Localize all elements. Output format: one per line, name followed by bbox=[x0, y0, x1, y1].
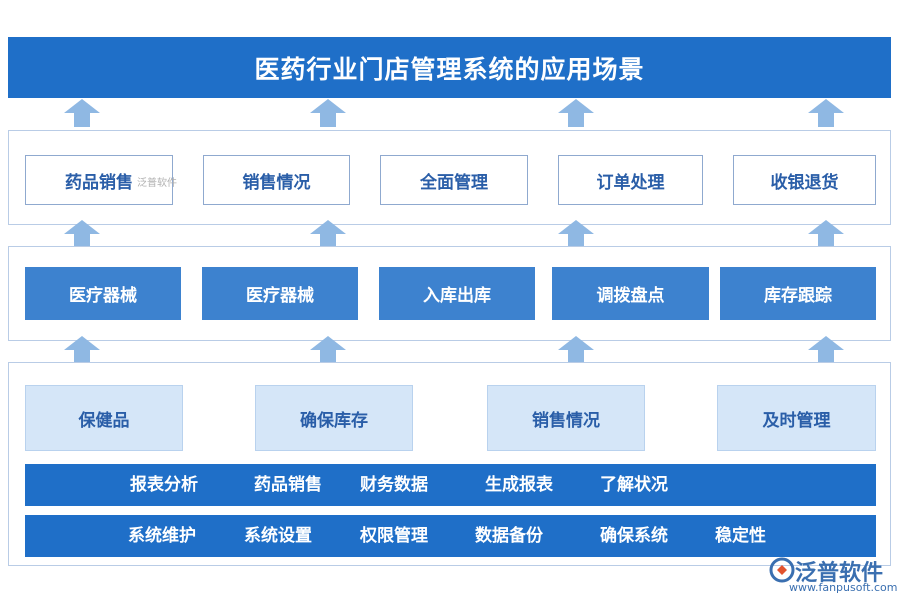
top-box-5: 收银退货 bbox=[733, 155, 876, 205]
mid-box-2: 医疗器械 bbox=[202, 267, 358, 320]
top-box-3: 全面管理 bbox=[380, 155, 528, 205]
mid-box-5: 库存跟踪 bbox=[720, 267, 876, 320]
watermark-logo: 泛普软件 bbox=[137, 178, 177, 189]
top-box-4: 订单处理 bbox=[558, 155, 703, 205]
up-arrow-icon bbox=[310, 99, 346, 127]
brand-logo: 泛普软件 www.fanpusoft.com bbox=[765, 553, 897, 597]
up-arrow-icon bbox=[558, 99, 594, 127]
up-arrow-icon bbox=[64, 336, 100, 364]
light-box-1: 保健品 bbox=[25, 385, 183, 451]
logo-icon bbox=[769, 557, 795, 583]
up-arrow-icon bbox=[558, 220, 594, 248]
band-item: 系统设置 bbox=[244, 526, 312, 546]
band-item: 药品销售 bbox=[254, 475, 322, 495]
up-arrow-icon bbox=[808, 336, 844, 364]
light-box-2: 确保库存 bbox=[255, 385, 413, 451]
up-arrow-icon bbox=[808, 99, 844, 127]
up-arrow-icon bbox=[64, 99, 100, 127]
mid-box-1: 医疗器械 bbox=[25, 267, 181, 320]
band-item: 权限管理 bbox=[360, 526, 428, 546]
mid-box-3: 入库出库 bbox=[379, 267, 535, 320]
up-arrow-icon bbox=[558, 336, 594, 364]
band-system: 系统维护 系统设置 权限管理 数据备份 确保系统 稳定性 bbox=[25, 515, 876, 557]
logo-name: 泛普软件 bbox=[795, 561, 884, 586]
band-item: 报表分析 bbox=[130, 475, 198, 495]
top-box-1: 药品销售 bbox=[25, 155, 173, 205]
band-item: 系统维护 bbox=[128, 526, 196, 546]
up-arrow-icon bbox=[808, 220, 844, 248]
up-arrow-icon bbox=[310, 336, 346, 364]
up-arrow-icon bbox=[64, 220, 100, 248]
mid-box-4: 调拨盘点 bbox=[552, 267, 709, 320]
band-item: 财务数据 bbox=[360, 475, 428, 495]
band-item: 稳定性 bbox=[715, 526, 766, 546]
top-box-2: 销售情况 bbox=[203, 155, 350, 205]
light-box-4: 及时管理 bbox=[717, 385, 876, 451]
up-arrow-icon bbox=[310, 220, 346, 248]
diagram-title: 医药行业门店管理系统的应用场景 bbox=[8, 37, 891, 98]
light-box-3: 销售情况 bbox=[487, 385, 645, 451]
band-item: 生成报表 bbox=[485, 475, 553, 495]
logo-url: www.fanpusoft.com bbox=[789, 581, 898, 594]
band-item: 数据备份 bbox=[475, 526, 543, 546]
band-reports: 报表分析 药品销售 财务数据 生成报表 了解状况 bbox=[25, 464, 876, 506]
band-item: 了解状况 bbox=[600, 475, 668, 495]
band-item: 确保系统 bbox=[600, 526, 668, 546]
